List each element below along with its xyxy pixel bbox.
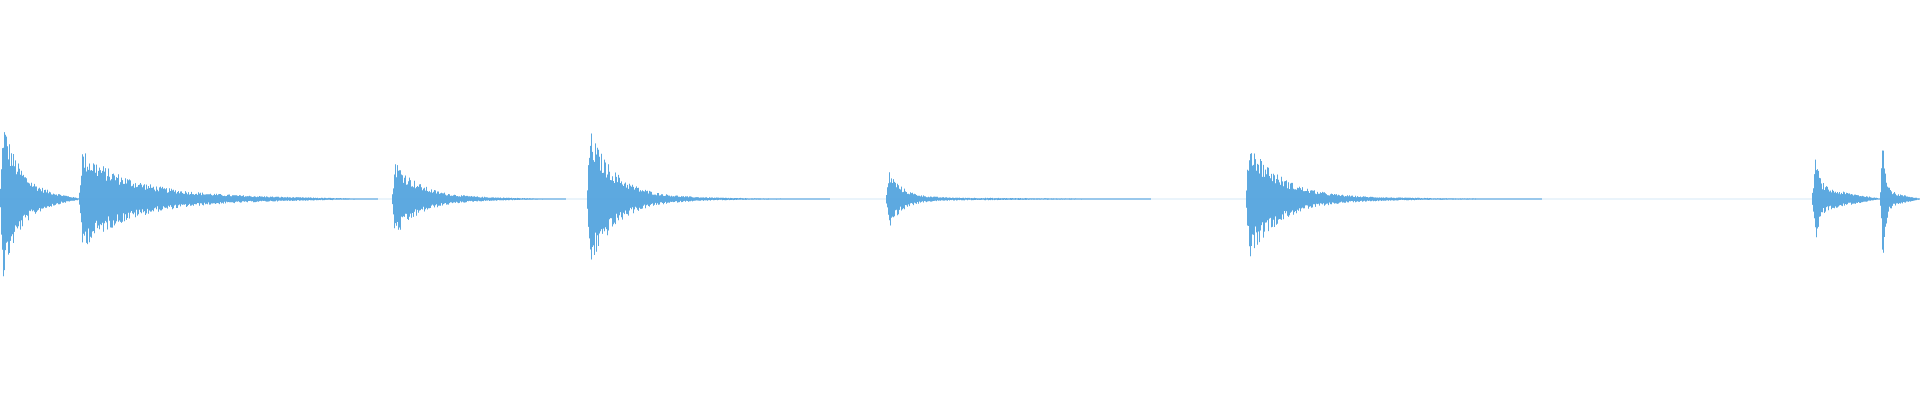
waveform-path	[0, 132, 1920, 277]
waveform-trace	[0, 132, 1920, 277]
